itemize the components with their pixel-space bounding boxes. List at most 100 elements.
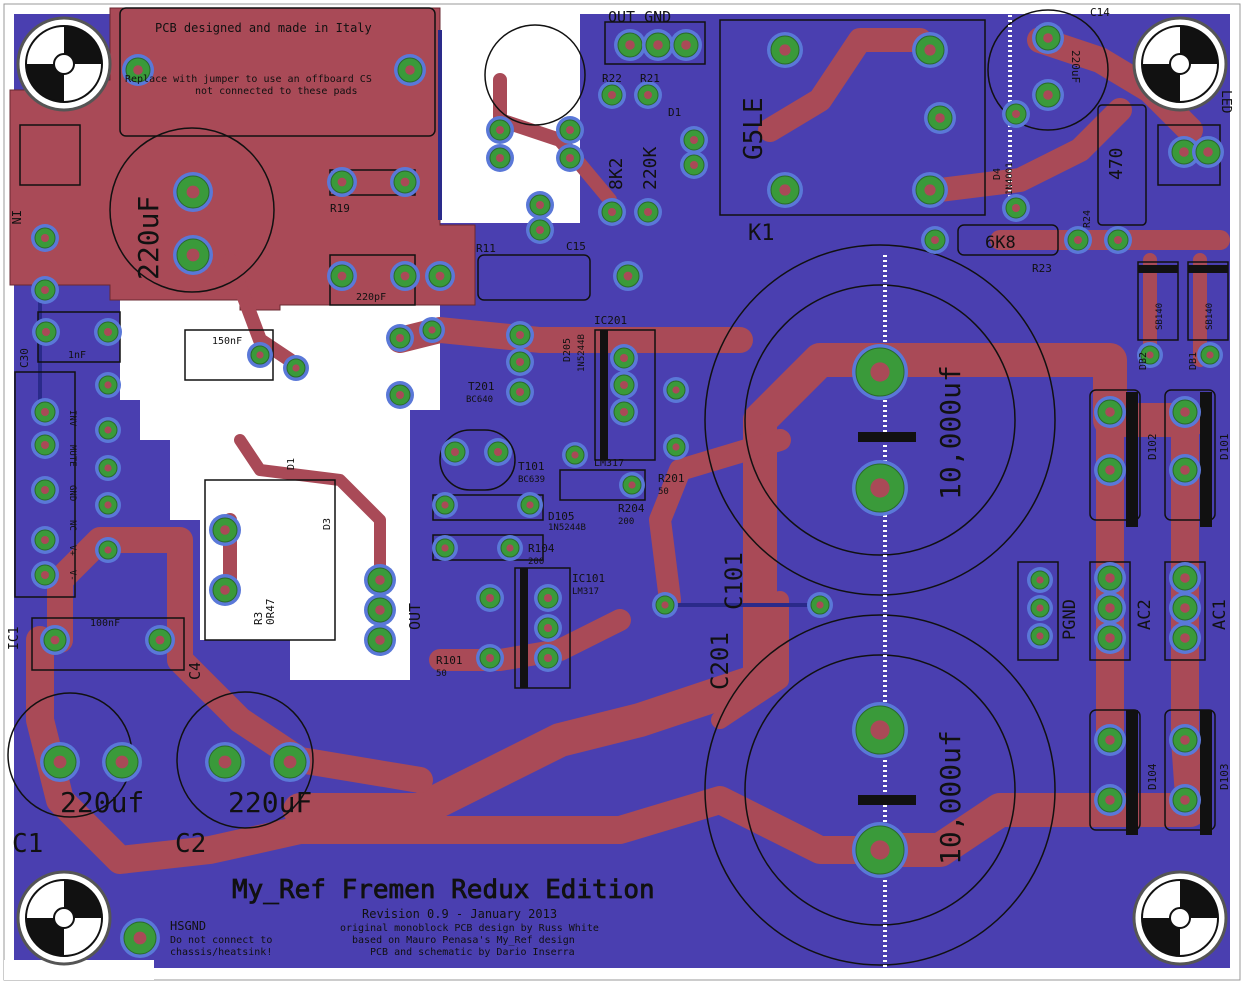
mounting-holes bbox=[16, 16, 1228, 966]
pad-drill bbox=[672, 443, 680, 451]
pad-drill bbox=[672, 386, 680, 394]
ic201-label: IC201 bbox=[594, 314, 627, 327]
pad-drill bbox=[779, 44, 791, 56]
pad-drill bbox=[494, 448, 502, 456]
pad-drill bbox=[337, 271, 347, 281]
pad-drill bbox=[486, 594, 494, 602]
r101-value-label: 50 bbox=[436, 669, 447, 679]
pad-drill bbox=[620, 381, 628, 389]
pad-drill bbox=[690, 136, 698, 144]
sb-diode-a-label: SB140 bbox=[1155, 303, 1165, 330]
pad-drill bbox=[186, 185, 200, 199]
big-cap-top-value: 10,000uf bbox=[934, 365, 967, 500]
made-in-italy-label: PCB designed and made in Italy bbox=[155, 21, 372, 35]
c-100nf-label: 100nF bbox=[90, 618, 120, 629]
component-bars bbox=[520, 265, 1228, 835]
c15-label: C15 bbox=[566, 240, 586, 253]
pad-drill bbox=[661, 601, 669, 609]
pad-drill bbox=[400, 177, 410, 187]
pad-drill bbox=[1105, 407, 1115, 417]
pad-drill bbox=[405, 65, 415, 75]
pad-drill bbox=[644, 91, 652, 99]
pad-drill bbox=[375, 635, 385, 645]
pad-drill bbox=[292, 364, 300, 372]
pad-drill bbox=[1180, 407, 1190, 417]
pad-drill bbox=[1180, 633, 1190, 643]
pad-drill bbox=[628, 481, 636, 489]
r19-label: R19 bbox=[330, 202, 350, 215]
pad-drill bbox=[115, 755, 129, 769]
r3-label: R3 bbox=[252, 612, 265, 625]
d4-label: D4 bbox=[992, 168, 1003, 180]
d4-value-label: 1N4001 bbox=[1005, 162, 1015, 195]
pad-drill bbox=[41, 486, 49, 494]
r24-label: R24 bbox=[1082, 210, 1093, 228]
jumper-note-line2: not connected to these pads bbox=[195, 86, 358, 97]
pad-drill bbox=[935, 113, 945, 123]
pad-drill bbox=[681, 40, 691, 50]
pad-drill bbox=[620, 408, 628, 416]
c30-label: C30 bbox=[18, 348, 31, 368]
keepout-top bbox=[440, 8, 580, 223]
silkscreen-text: PCB designed and made in Italy Replace w… bbox=[7, 6, 1233, 958]
pad-drill bbox=[516, 358, 524, 366]
pad-drill bbox=[396, 391, 404, 399]
pad-drill bbox=[220, 585, 230, 595]
pad-drill bbox=[526, 501, 534, 509]
pin-vee-label: V- bbox=[67, 570, 77, 581]
hsgnd-note-line1: Do not connect to bbox=[170, 935, 272, 946]
d101-label: D101 bbox=[1218, 434, 1231, 461]
pad-drill bbox=[544, 654, 552, 662]
credit-line-1: original monoblock PCB design by Russ Wh… bbox=[340, 923, 599, 934]
pad-drill bbox=[544, 594, 552, 602]
pad-drill bbox=[50, 635, 60, 645]
d102-label: D102 bbox=[1146, 434, 1159, 461]
pad-drill bbox=[218, 755, 232, 769]
pin-mute-label: MUTE bbox=[67, 445, 77, 467]
pad-drill bbox=[41, 536, 49, 544]
pad-drill bbox=[41, 286, 49, 294]
pad-drill bbox=[924, 44, 936, 56]
pads bbox=[31, 22, 1224, 958]
jumper-note-line1: Replace with jumper to use an offboard C… bbox=[125, 74, 372, 85]
pad-drill bbox=[1114, 236, 1122, 244]
pad-drill bbox=[41, 571, 49, 579]
pad-drill bbox=[283, 755, 297, 769]
board-title: My_Ref Fremen Redux Edition bbox=[232, 875, 655, 905]
pad-drill bbox=[1036, 604, 1044, 612]
credit-line-3: PCB and schematic by Dario Inserra bbox=[370, 947, 575, 958]
pad-drill bbox=[41, 441, 49, 449]
r-220k-label: 220K bbox=[640, 146, 661, 190]
keepout-corner-bl bbox=[4, 960, 154, 980]
r-8k2-label: 8K2 bbox=[606, 157, 627, 190]
d105-value-label: 1N5244B bbox=[548, 523, 586, 533]
db2-label: DB2 bbox=[1138, 352, 1149, 370]
pad-drill bbox=[1105, 633, 1115, 643]
c-220pf-label: 220pF bbox=[356, 292, 386, 303]
pad-drill bbox=[1179, 147, 1189, 157]
r11-label: R11 bbox=[476, 242, 496, 255]
pad-drill bbox=[104, 546, 112, 554]
pad-drill bbox=[496, 126, 504, 134]
pad-drill bbox=[506, 544, 514, 552]
board-revision: Revision 0.9 - January 2013 bbox=[362, 907, 557, 921]
pgnd-label: PGND bbox=[1060, 599, 1080, 640]
pad-drill bbox=[396, 334, 404, 342]
ic1-label: IC1 bbox=[7, 627, 22, 650]
pad-drill bbox=[571, 451, 579, 459]
pad-drill bbox=[256, 351, 264, 359]
pad-drill bbox=[186, 248, 200, 262]
pad-drill bbox=[1203, 147, 1213, 157]
pad-drill bbox=[104, 381, 112, 389]
pad-drill bbox=[1012, 204, 1020, 212]
pad-drill bbox=[104, 328, 112, 336]
pad-drill bbox=[536, 226, 544, 234]
pad-drill bbox=[220, 525, 230, 535]
pad-drill bbox=[608, 91, 616, 99]
pin-inv-label: INV bbox=[67, 410, 77, 427]
pad-drill bbox=[1074, 236, 1082, 244]
pad-drill bbox=[1206, 351, 1214, 359]
pad-drill bbox=[623, 271, 633, 281]
t101-label: T101 bbox=[518, 460, 545, 473]
